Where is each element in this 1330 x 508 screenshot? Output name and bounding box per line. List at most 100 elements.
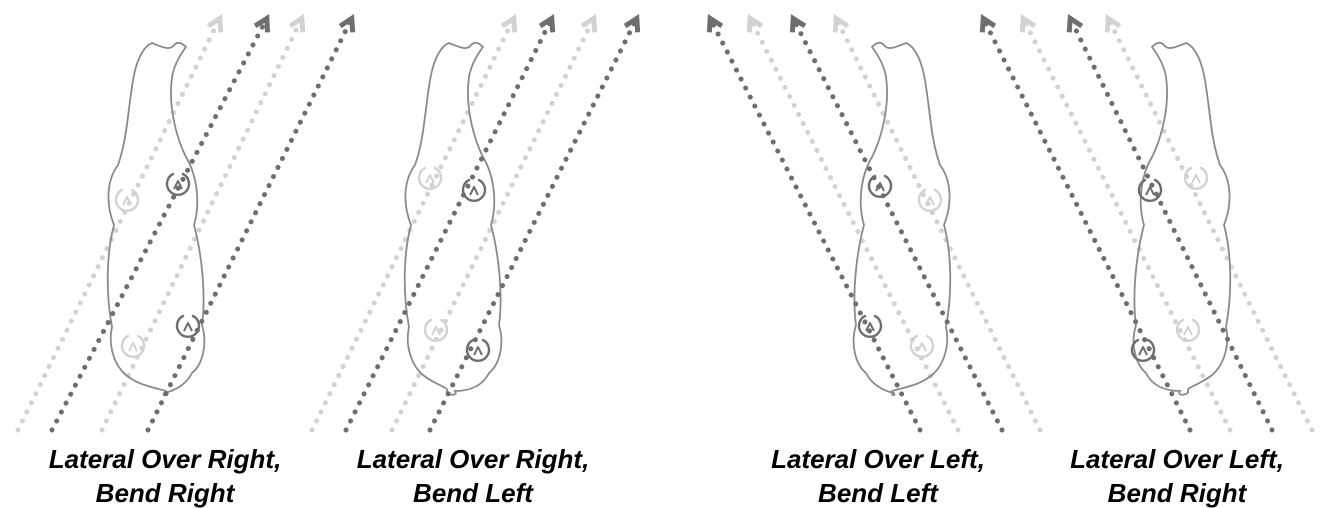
hoof-track-line (15, 19, 221, 433)
caption-line: Bend Right (1107, 478, 1247, 508)
track-arrowhead (206, 13, 224, 33)
horse-body-outline (852, 41, 952, 397)
hoof-print (1175, 318, 1201, 342)
track-arrowhead (500, 13, 518, 33)
hoof-print (417, 166, 443, 190)
hoof-print (1130, 338, 1156, 362)
caption-line: Lateral Over Right, (356, 444, 590, 474)
hoof-outline (1175, 318, 1201, 342)
hoof-outline (909, 334, 935, 358)
track-arrowhead (746, 14, 764, 33)
hoof-print (857, 314, 883, 338)
track-arrowhead (580, 13, 598, 33)
track-arrowhead (538, 13, 556, 33)
hoof-track-line (982, 19, 1193, 433)
hoof-track-line (145, 19, 353, 433)
hoof-track-line (427, 19, 638, 433)
hoof-print (917, 188, 943, 212)
track-arrowhead (706, 14, 724, 33)
hoof-track-line (1107, 19, 1315, 433)
caption-line: Bend Left (413, 478, 533, 508)
caption-line: Bend Right (95, 478, 235, 508)
hoof-frog (473, 346, 483, 356)
hoof-outline (1130, 338, 1156, 362)
hoof-track-line (1022, 19, 1233, 433)
horse-outline (403, 41, 503, 396)
hoof-print (165, 172, 191, 196)
horse-body-outline (1132, 41, 1232, 396)
hoof-print (1137, 178, 1163, 202)
caption-line: Lateral Over Left, (1070, 444, 1284, 474)
track-arrowhead (1066, 13, 1084, 33)
hoof-track-line (49, 19, 268, 433)
hoof-outline (465, 338, 491, 362)
hoof-frog (1145, 186, 1155, 196)
track-arrowhead (288, 13, 306, 33)
hoof-outline (417, 166, 443, 190)
hoof-track-line (309, 19, 515, 433)
hoof-print (114, 188, 140, 212)
hoof-print (120, 334, 146, 358)
hoof-frog (875, 182, 885, 192)
hoof-frog (128, 342, 138, 352)
hoof-frog (431, 326, 441, 336)
hoof-outline (461, 178, 487, 202)
hoof-track-line (792, 19, 1005, 433)
hoof-frog (865, 322, 875, 332)
hoof-print (1183, 166, 1209, 190)
track-arrowhead (253, 14, 271, 33)
hoof-outline (1137, 178, 1163, 202)
hoof-outline (120, 334, 146, 358)
hoof-print (909, 334, 935, 358)
track-arrowhead (979, 13, 997, 33)
hoof-print (423, 318, 449, 342)
hoof-frog (173, 180, 183, 190)
caption-lateral-over-right-bend-right: Lateral Over Right, Bend Right (0, 442, 330, 508)
horse-outline (852, 41, 952, 397)
horse-outline (1132, 41, 1232, 396)
hoof-track-line (709, 19, 923, 433)
hoof-frog (1138, 346, 1148, 356)
caption-lateral-over-left-bend-right: Lateral Over Left, Bend Right (1012, 442, 1330, 508)
hoof-track-line (749, 19, 961, 433)
track-arrowhead (338, 13, 356, 33)
horse-body-outline (403, 41, 503, 396)
hoof-outline (423, 318, 449, 342)
hoof-outline (165, 172, 191, 196)
hoof-frog (925, 196, 935, 206)
hoof-outline (867, 174, 893, 198)
hoof-frog (183, 322, 193, 332)
hoof-print (867, 174, 893, 198)
caption-line: Lateral Over Right, (48, 444, 282, 474)
caption-line: Lateral Over Left, (771, 444, 985, 474)
hoof-track-line (1069, 19, 1275, 433)
horse-outline (106, 41, 206, 397)
hoof-frog (917, 342, 927, 352)
hoof-print (461, 178, 487, 202)
hoof-frog (425, 174, 435, 184)
hoof-frog (469, 186, 479, 196)
track-arrowhead (789, 14, 807, 33)
hoof-track-line (835, 19, 1043, 433)
caption-lateral-over-left-bend-left: Lateral Over Left, Bend Left (713, 442, 1043, 508)
hoof-track-line (343, 19, 553, 433)
hoof-frog (122, 196, 132, 206)
hoof-frog (1183, 326, 1193, 336)
track-arrowhead (832, 13, 850, 33)
track-arrowhead (1104, 13, 1122, 33)
horse-body-outline (106, 41, 206, 397)
hoof-outline (175, 314, 201, 338)
hoof-print (465, 338, 491, 362)
hoof-outline (1183, 166, 1209, 190)
track-arrowhead (623, 13, 641, 33)
hoof-frog (1191, 174, 1201, 184)
hoof-outline (917, 188, 943, 212)
hoof-outline (114, 188, 140, 212)
hoof-outline (857, 314, 883, 338)
hoof-print (175, 314, 201, 338)
track-arrowhead (1019, 13, 1037, 33)
caption-line: Bend Left (818, 478, 938, 508)
caption-lateral-over-right-bend-left: Lateral Over Right, Bend Left (308, 442, 638, 508)
